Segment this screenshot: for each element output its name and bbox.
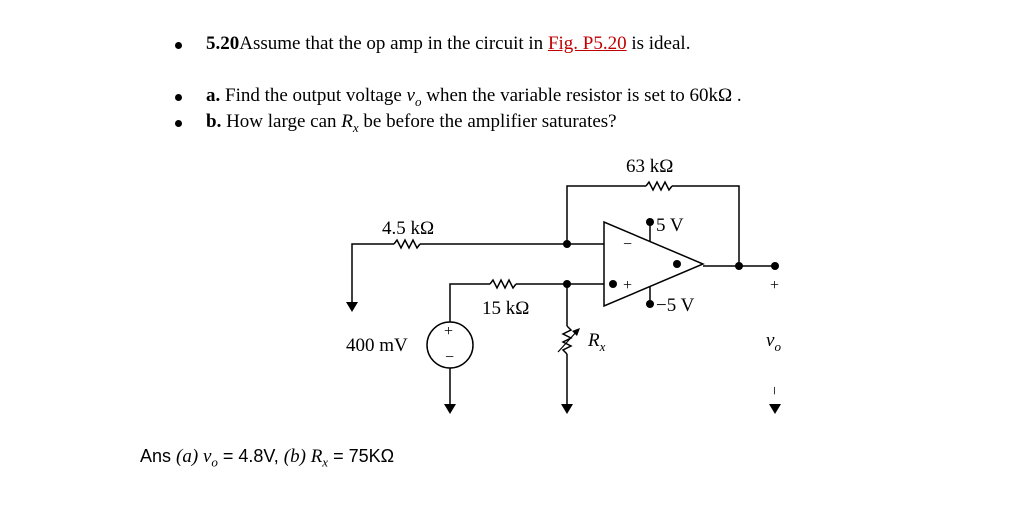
series-resistor bbox=[489, 278, 517, 290]
junction-dot bbox=[735, 262, 743, 270]
output-minus-label: − bbox=[765, 386, 782, 395]
input-wire-left bbox=[351, 243, 394, 302]
feedback-resistor bbox=[645, 180, 673, 192]
part-a-label: a. bbox=[206, 85, 221, 106]
answer-prefix: Ans bbox=[140, 446, 177, 466]
problem-intro-tail: is ideal. bbox=[626, 33, 691, 54]
source-minus-label: − bbox=[445, 349, 454, 366]
part-b-var-sub: x bbox=[352, 119, 359, 135]
ground-arrow-rx bbox=[561, 404, 573, 414]
part-b-text-2: be before the amplifier saturates? bbox=[358, 111, 617, 132]
source-plus-label: + bbox=[444, 323, 453, 340]
junction-dot bbox=[563, 280, 571, 288]
opamp-body bbox=[603, 220, 705, 308]
supply-pos-label: 5 V bbox=[656, 215, 684, 236]
part-a-text-1: Find the output voltage bbox=[220, 85, 407, 106]
problem-intro: Assume that the op amp in the circuit in bbox=[239, 33, 548, 54]
junction-dot bbox=[646, 218, 654, 226]
opamp-minus-label: − bbox=[623, 236, 632, 253]
part-b-var: R bbox=[341, 111, 353, 132]
ground-arrow-left bbox=[346, 302, 358, 312]
part-b-label: b. bbox=[206, 111, 222, 132]
bullet-3 bbox=[175, 120, 182, 127]
answer-b-value: = 75KΩ bbox=[328, 446, 395, 466]
part-b: b. How large can Rx be before the amplif… bbox=[206, 111, 617, 139]
source-value-label: 400 mV bbox=[346, 335, 408, 356]
series-wire-left bbox=[449, 283, 490, 322]
output-terminal-dot bbox=[771, 262, 779, 270]
answer-var-v-sub: o bbox=[211, 454, 218, 470]
problem-statement: 5.20Assume that the op amp in the circui… bbox=[206, 33, 690, 55]
answer-var-r: R bbox=[310, 446, 323, 467]
answer-part-b: (b) bbox=[283, 446, 311, 467]
rx-arrow-head bbox=[572, 328, 580, 336]
bullet-2 bbox=[175, 94, 182, 101]
junction-dot bbox=[563, 240, 571, 248]
voltage-source bbox=[426, 321, 474, 369]
part-b-text-1: How large can bbox=[221, 111, 342, 132]
series-resistor-label: 15 kΩ bbox=[482, 298, 529, 319]
junction-dot bbox=[673, 260, 681, 268]
part-a-var: v bbox=[406, 85, 415, 106]
bullet-1 bbox=[175, 42, 182, 49]
part-a-text-2: when the variable resistor is set to 60k… bbox=[421, 85, 742, 106]
answer-line: Ans (a) vo = 4.8V, (b) Rx = 75KΩ bbox=[140, 446, 394, 471]
ground-arrow-output bbox=[769, 404, 781, 414]
answer-var-r-sub: x bbox=[322, 454, 329, 470]
opamp-plus-label: + bbox=[623, 277, 632, 294]
answer-part-a: (a) bbox=[176, 446, 203, 467]
part-a-var-sub: o bbox=[414, 93, 422, 109]
supply-neg-label: −5 V bbox=[656, 295, 695, 316]
fig-link[interactable]: Fig. P5.20 bbox=[547, 33, 627, 54]
feedback-wire-left bbox=[566, 185, 646, 244]
junction-dot bbox=[646, 300, 654, 308]
feedback-wire-right bbox=[672, 185, 740, 266]
junction-dot bbox=[609, 280, 617, 288]
rx-label: Rx bbox=[587, 330, 606, 354]
feedback-resistor-label: 63 kΩ bbox=[626, 156, 673, 177]
ground-arrow-source bbox=[444, 404, 456, 414]
output-voltage-label: vo bbox=[766, 330, 781, 354]
input-resistor-label: 4.5 kΩ bbox=[382, 218, 434, 239]
answer-var-v: v bbox=[202, 446, 212, 467]
rx-resistor bbox=[561, 325, 573, 355]
part-a: a. Find the output voltage vo when the v… bbox=[206, 85, 742, 113]
answer-a-value: = 4.8V, bbox=[217, 446, 284, 466]
input-resistor bbox=[393, 238, 421, 250]
output-plus-label: + bbox=[770, 277, 779, 294]
problem-number: 5.20 bbox=[206, 33, 240, 54]
